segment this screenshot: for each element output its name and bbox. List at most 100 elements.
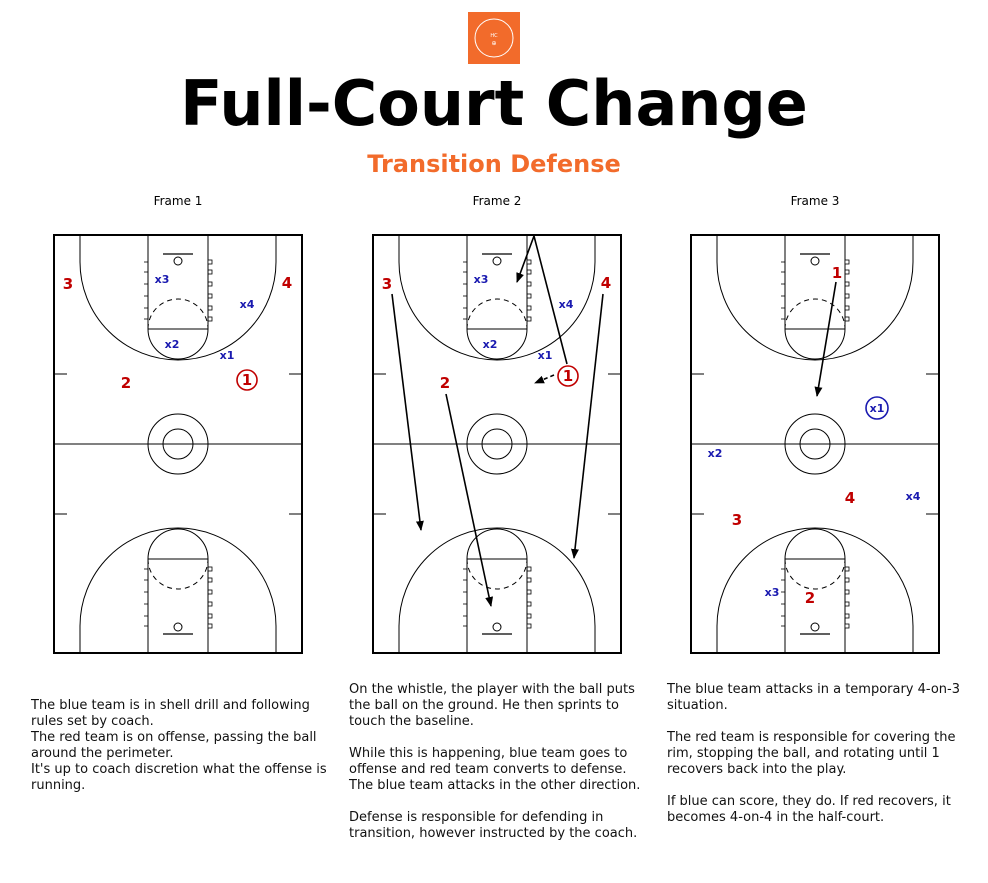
lane-hash bbox=[526, 589, 532, 595]
lane-hash bbox=[526, 316, 532, 322]
lane-hash bbox=[526, 305, 532, 311]
lane-hash bbox=[207, 281, 213, 287]
lane-hash bbox=[526, 566, 532, 572]
free-throw-circle-dashed bbox=[784, 298, 846, 330]
logo-text: HC bbox=[490, 33, 498, 39]
red-player-3: 3 bbox=[382, 275, 392, 293]
red-player-2: 2 bbox=[805, 589, 815, 607]
logo-mark: ⊕ bbox=[491, 40, 496, 47]
blue-ball-handler-ring bbox=[865, 396, 889, 420]
lane-hash bbox=[844, 623, 850, 629]
red-player-4: 4 bbox=[601, 274, 611, 292]
center-circle bbox=[784, 413, 846, 475]
lane-hash bbox=[207, 269, 213, 275]
free-throw-circle-dashed bbox=[147, 298, 209, 330]
rim bbox=[492, 256, 502, 266]
rim bbox=[810, 622, 820, 632]
frame-3-label: Frame 3 bbox=[790, 194, 840, 208]
blue-player-x1: x1 bbox=[220, 349, 235, 362]
blue-player-x3: x3 bbox=[474, 273, 489, 286]
lane-hash bbox=[844, 305, 850, 311]
frame-2-diagram: 3 4 2 1 x3 x4 x2 x1 bbox=[372, 233, 622, 655]
lane bbox=[147, 233, 209, 330]
lane-hash bbox=[207, 566, 213, 572]
frame-2-paragraph-1: On the whistle, the player with the ball… bbox=[349, 682, 635, 729]
court-lines bbox=[690, 233, 940, 655]
cut-arrow-4 bbox=[571, 293, 604, 559]
frame-2-description: On the whistle, the player with the ball… bbox=[349, 682, 649, 858]
free-throw-circle bbox=[784, 528, 846, 560]
lane-hash bbox=[844, 281, 850, 287]
rim bbox=[173, 622, 183, 632]
blue-player-x4: x4 bbox=[906, 490, 921, 503]
free-throw-circle bbox=[466, 328, 528, 360]
dribble-arrow-1 bbox=[534, 374, 555, 384]
lane-hash bbox=[207, 293, 213, 299]
frame-2-paragraph-2: While this is happening, blue team goes … bbox=[349, 746, 641, 793]
court-lines bbox=[53, 233, 303, 655]
lane bbox=[147, 558, 209, 655]
lane-hash bbox=[844, 577, 850, 583]
lane-hash bbox=[207, 316, 213, 322]
blue-player-x3: x3 bbox=[155, 273, 170, 286]
blue-player-x4: x4 bbox=[240, 298, 255, 311]
lane-hash bbox=[526, 281, 532, 287]
free-throw-circle bbox=[466, 528, 528, 560]
blue-player-x2: x2 bbox=[165, 338, 180, 351]
three-point-line bbox=[398, 527, 596, 654]
frame-1-paragraph-1: The blue team is in shell drill and foll… bbox=[31, 698, 327, 793]
lane bbox=[466, 558, 528, 655]
lane-hash bbox=[207, 623, 213, 629]
blue-player-x1: x1 bbox=[870, 402, 885, 415]
free-throw-circle bbox=[147, 328, 209, 360]
free-throw-circle bbox=[784, 328, 846, 360]
lane-hash bbox=[526, 601, 532, 607]
red-player-1: 1 bbox=[563, 367, 573, 385]
ball-handler-ring bbox=[557, 365, 579, 387]
page-subtitle: Transition Defense bbox=[367, 150, 621, 178]
cut-arrow-2 bbox=[445, 393, 494, 607]
center-circle-inner bbox=[481, 428, 513, 460]
rim bbox=[492, 622, 502, 632]
free-throw-circle-dashed bbox=[784, 558, 846, 590]
lane-hash bbox=[844, 269, 850, 275]
lane-hash bbox=[526, 293, 532, 299]
center-circle bbox=[147, 413, 209, 475]
center-circle-inner bbox=[799, 428, 831, 460]
frame-3-diagram: 1 4 3 2 x1 x2 x4 x3 bbox=[690, 233, 940, 655]
frame-2-label: Frame 2 bbox=[472, 194, 522, 208]
frame-2-court: 3 4 2 1 x3 x4 x2 x1 bbox=[372, 233, 622, 655]
sprint-arrow-1 bbox=[516, 233, 568, 365]
frame-1-court: 3 4 2 1 x3 x4 x2 x1 bbox=[53, 233, 303, 655]
free-throw-circle-dashed bbox=[147, 558, 209, 590]
red-player-2: 2 bbox=[121, 374, 131, 392]
blue-player-x2: x2 bbox=[708, 447, 723, 460]
lane-hash bbox=[207, 613, 213, 619]
blue-player-x1: x1 bbox=[538, 349, 553, 362]
red-player-4: 4 bbox=[845, 489, 855, 507]
red-player-3: 3 bbox=[63, 275, 73, 293]
red-player-2: 2 bbox=[440, 374, 450, 392]
three-point-line bbox=[79, 234, 277, 361]
frame-3-paragraph-3: If blue can score, they do. If red recov… bbox=[667, 794, 951, 825]
lane-hash bbox=[207, 577, 213, 583]
lane-hash bbox=[844, 566, 850, 572]
frame-1-description: The blue team is in shell drill and foll… bbox=[31, 682, 331, 826]
frame-3-paragraph-2: The red team is responsible for covering… bbox=[667, 730, 956, 777]
red-player-4: 4 bbox=[282, 274, 292, 292]
rim bbox=[810, 256, 820, 266]
blue-player-x2: x2 bbox=[483, 338, 498, 351]
lane-hash bbox=[844, 293, 850, 299]
three-point-line bbox=[79, 527, 277, 654]
frame-3-description: The blue team attacks in a temporary 4-o… bbox=[667, 682, 967, 842]
page-title: Full-Court Change bbox=[180, 67, 808, 140]
red-player-1: 1 bbox=[832, 264, 842, 282]
lane bbox=[466, 233, 528, 330]
frame-2-paragraph-3: Defense is responsible for defending in … bbox=[349, 810, 638, 841]
red-player-3: 3 bbox=[732, 511, 742, 529]
free-throw-circle-dashed bbox=[466, 298, 528, 330]
frame-3-court: 1 4 3 2 x1 x2 x4 x3 bbox=[690, 233, 940, 655]
brand-logo: HC ⊕ bbox=[468, 12, 520, 64]
center-circle-inner bbox=[162, 428, 194, 460]
lane-hash bbox=[207, 259, 213, 265]
